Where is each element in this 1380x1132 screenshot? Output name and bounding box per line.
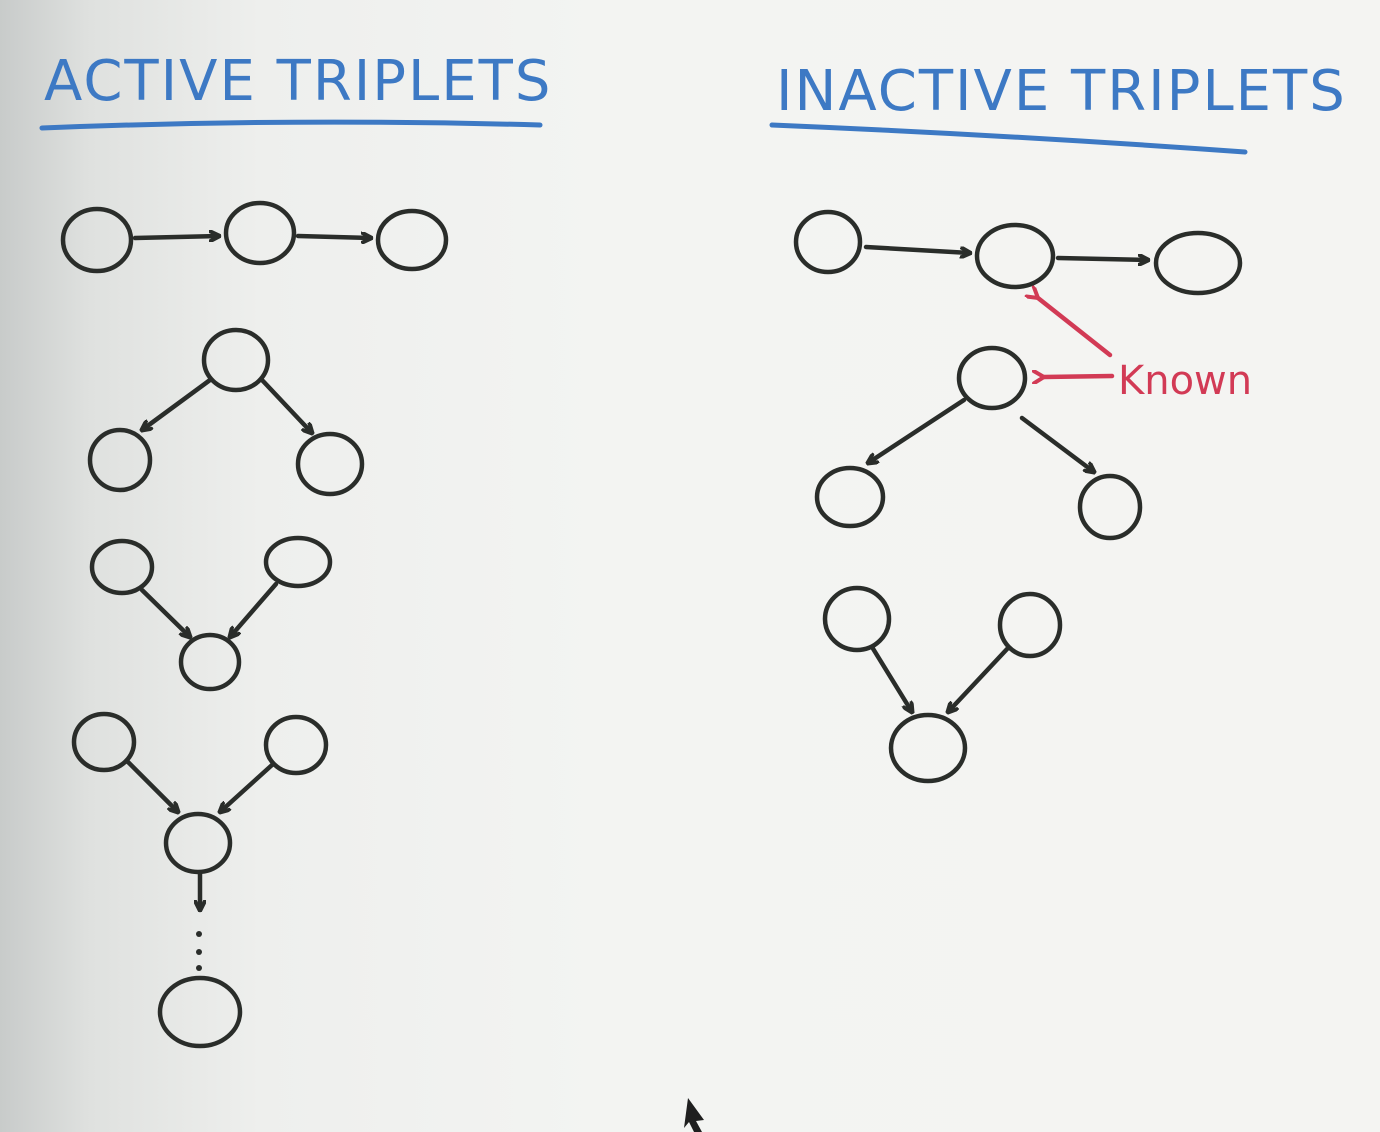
node xyxy=(1077,473,1143,541)
pen-cursor-icon xyxy=(684,1098,704,1132)
active-common-cause xyxy=(87,327,365,497)
known-node xyxy=(956,345,1028,411)
edge-arrow xyxy=(220,762,275,812)
active-v-structure-known xyxy=(89,535,333,692)
node xyxy=(822,585,892,653)
dot xyxy=(196,965,202,971)
red-arrow-to-cause xyxy=(1044,376,1115,377)
node xyxy=(87,427,153,493)
node xyxy=(223,200,297,266)
inactive-common-cause xyxy=(814,345,1143,541)
edge-arrow xyxy=(948,645,1011,712)
edge-arrow xyxy=(139,587,190,637)
edge-arrow xyxy=(1055,258,1151,260)
node xyxy=(71,711,137,773)
node xyxy=(263,714,329,776)
known-node xyxy=(178,632,242,692)
known-descendant-node xyxy=(157,975,243,1049)
dot xyxy=(196,931,202,937)
known-node xyxy=(974,222,1056,290)
dot xyxy=(196,949,202,955)
active-triplets-heading: ACTIVE TRIPLETS xyxy=(44,49,552,114)
node xyxy=(263,535,333,589)
edge-arrow xyxy=(230,581,279,637)
edge-arrow xyxy=(142,377,213,430)
node xyxy=(997,591,1063,659)
active-v-structure-descendant xyxy=(71,711,329,1049)
node xyxy=(89,538,155,596)
inactive-heading-underline xyxy=(769,122,1248,155)
node xyxy=(201,327,271,393)
node xyxy=(1153,230,1243,296)
inactive-v-structure xyxy=(822,585,1063,784)
edge-arrow xyxy=(295,236,374,238)
edge-arrow xyxy=(125,759,178,812)
ellipsis-dots xyxy=(196,931,202,971)
known-label: Known xyxy=(1118,358,1252,404)
edge-arrow xyxy=(1019,415,1094,472)
active-heading-underline xyxy=(39,119,543,131)
node xyxy=(375,208,449,272)
edge-arrow xyxy=(132,236,222,238)
node xyxy=(793,209,863,275)
red-arrow-to-chain xyxy=(1038,298,1113,358)
node xyxy=(163,811,233,875)
edge-arrow xyxy=(868,397,967,463)
node xyxy=(814,465,886,529)
edge-arrow xyxy=(869,644,912,712)
node xyxy=(60,206,134,274)
edge-arrow xyxy=(863,244,970,253)
edge-arrow xyxy=(259,377,312,433)
inactive-chain xyxy=(793,209,1243,296)
inactive-triplets-heading: INACTIVE TRIPLETS xyxy=(776,59,1347,124)
known-annotation: Known xyxy=(1038,298,1252,404)
node xyxy=(888,712,968,784)
node xyxy=(295,431,365,497)
active-chain xyxy=(60,200,449,274)
